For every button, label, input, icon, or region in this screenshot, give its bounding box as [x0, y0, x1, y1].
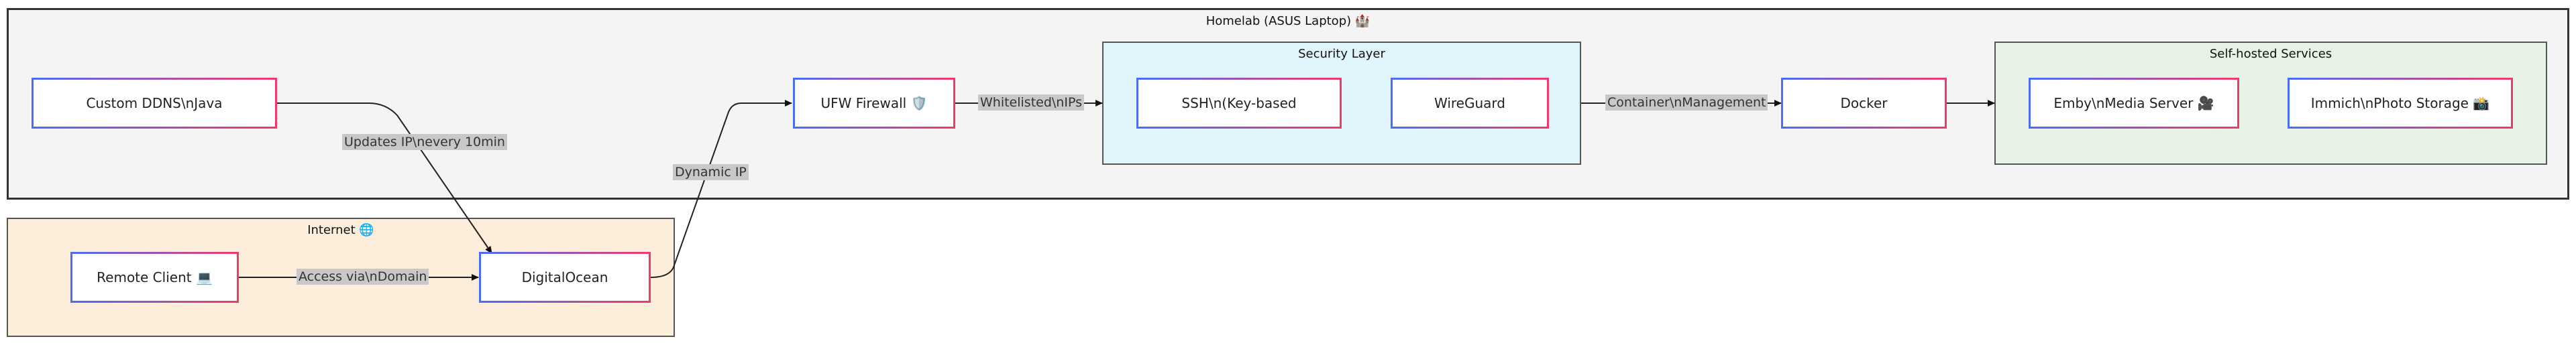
node-immich-label: Immich\nPhoto Storage 📸 — [2310, 95, 2490, 111]
security-layer-title: Security Layer — [1298, 47, 1385, 61]
node-custom-ddns[interactable]: Custom DDNS\nJava — [32, 78, 277, 129]
node-wireguard[interactable]: WireGuard — [1391, 78, 1549, 129]
services-cluster-title: Self-hosted Services — [2209, 47, 2332, 61]
edge-label-whitelisted-ips: Whitelisted\nIPs — [978, 94, 1084, 111]
node-ufw-firewall-label: UFW Firewall 🛡️ — [820, 95, 928, 111]
node-remote-client-label: Remote Client 💻 — [97, 269, 213, 285]
edge-ddns-to-digitalocean — [277, 102, 492, 254]
edge-digitalocean-to-ufw — [650, 100, 792, 278]
edge-label-access-via-domain: Access via\nDomain — [297, 269, 429, 285]
node-emby[interactable]: Emby\nMedia Server 🎥 — [2029, 78, 2239, 129]
node-emby-label: Emby\nMedia Server 🎥 — [2053, 95, 2214, 111]
edge-label-updates-ip: Updates IP\nevery 10min — [342, 134, 507, 150]
node-digitalocean[interactable]: DigitalOcean — [479, 252, 651, 303]
node-ssh[interactable]: SSH\n(Key-based — [1136, 78, 1342, 129]
homelab-cluster-title: Homelab (ASUS Laptop) 🏰 — [1205, 14, 1371, 28]
node-ssh-label: SSH\n(Key-based — [1181, 95, 1297, 111]
node-docker[interactable]: Docker — [1781, 78, 1947, 129]
node-custom-ddns-label: Custom DDNS\nJava — [86, 95, 223, 111]
edge-label-dynamic-ip: Dynamic IP — [673, 164, 749, 180]
edge-label-container-management: Container\nManagement — [1605, 94, 1768, 111]
node-docker-label: Docker — [1840, 95, 1888, 111]
node-digitalocean-label: DigitalOcean — [521, 269, 608, 285]
internet-cluster-title: Internet 🌐 — [307, 223, 374, 237]
node-remote-client[interactable]: Remote Client 💻 — [70, 252, 239, 303]
node-immich[interactable]: Immich\nPhoto Storage 📸 — [2288, 78, 2513, 129]
node-wireguard-label: WireGuard — [1434, 95, 1505, 111]
node-ufw-firewall[interactable]: UFW Firewall 🛡️ — [793, 78, 955, 129]
